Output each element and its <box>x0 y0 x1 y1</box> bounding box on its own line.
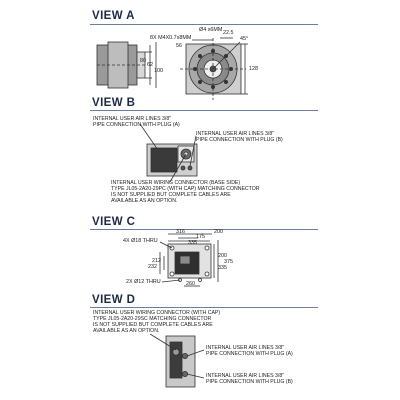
dim-c-335-top: 335 <box>188 240 197 246</box>
view-d-side-view <box>149 333 205 388</box>
view-c-title: VIEW C <box>92 216 136 228</box>
dim-bolt-pattern: 8X M4X0.7x8MM <box>150 35 192 41</box>
dim-c-232: 232 <box>148 264 157 270</box>
view-c-base-plate <box>159 233 219 287</box>
dim-c-175: 175 <box>196 234 205 240</box>
dim-bore: Ø4 x6MM <box>199 27 223 33</box>
view-c-rule <box>90 229 318 230</box>
dim-c-holes-12: 2X Ø12 THRU <box>126 279 161 285</box>
dim-pcd: 22.5 <box>223 30 234 36</box>
dim-c-375: 375 <box>224 259 233 265</box>
dim-c-200-right: 200 <box>218 253 227 259</box>
view-a-side-view <box>96 41 157 89</box>
dim-62: 62 <box>147 62 153 68</box>
view-b-note-air-b: INTERNAL USER AIR LINES 3/8" PIPE CONNEC… <box>196 131 283 143</box>
dim-c-212: 212 <box>152 258 161 264</box>
dim-c-200-top: 200 <box>214 229 223 235</box>
view-a-title: VIEW A <box>92 10 135 22</box>
view-d-title: VIEW D <box>92 294 136 306</box>
view-d-note-air-a: INTERNAL USER AIR LINES 3/8" PIPE CONNEC… <box>206 345 293 357</box>
dim-c-260: 260 <box>186 281 195 287</box>
dim-c-335-right: 335 <box>218 265 227 271</box>
view-b-title: VIEW B <box>92 97 136 109</box>
view-b-note-wiring: INTERNAL USER WIRING CONNECTOR (BASE SID… <box>111 180 260 204</box>
view-d-rule <box>90 307 318 308</box>
view-d-note-air-b: INTERNAL USER AIR LINES 3/8" PIPE CONNEC… <box>206 373 293 385</box>
view-b-base-view <box>139 123 198 183</box>
dim-56: 56 <box>176 43 182 49</box>
view-a-rule <box>90 24 318 25</box>
view-d-note-wiring: INTERNAL USER WIRING CONNECTOR (WITH CAP… <box>93 310 221 334</box>
dim-c-316: 316 <box>176 229 185 235</box>
dim-80: 80 <box>140 58 146 64</box>
dim-128: 128 <box>249 66 258 72</box>
view-b-rule <box>90 110 318 111</box>
dim-c-holes-18: 4X Ø18 THRU <box>123 238 158 244</box>
view-a-front-view <box>180 37 248 100</box>
dim-angle: 45° <box>240 36 249 42</box>
view-b-note-air-a: INTERNAL USER AIR LINES 3/8" PIPE CONNEC… <box>93 116 180 128</box>
dim-100: 100 <box>154 68 163 74</box>
